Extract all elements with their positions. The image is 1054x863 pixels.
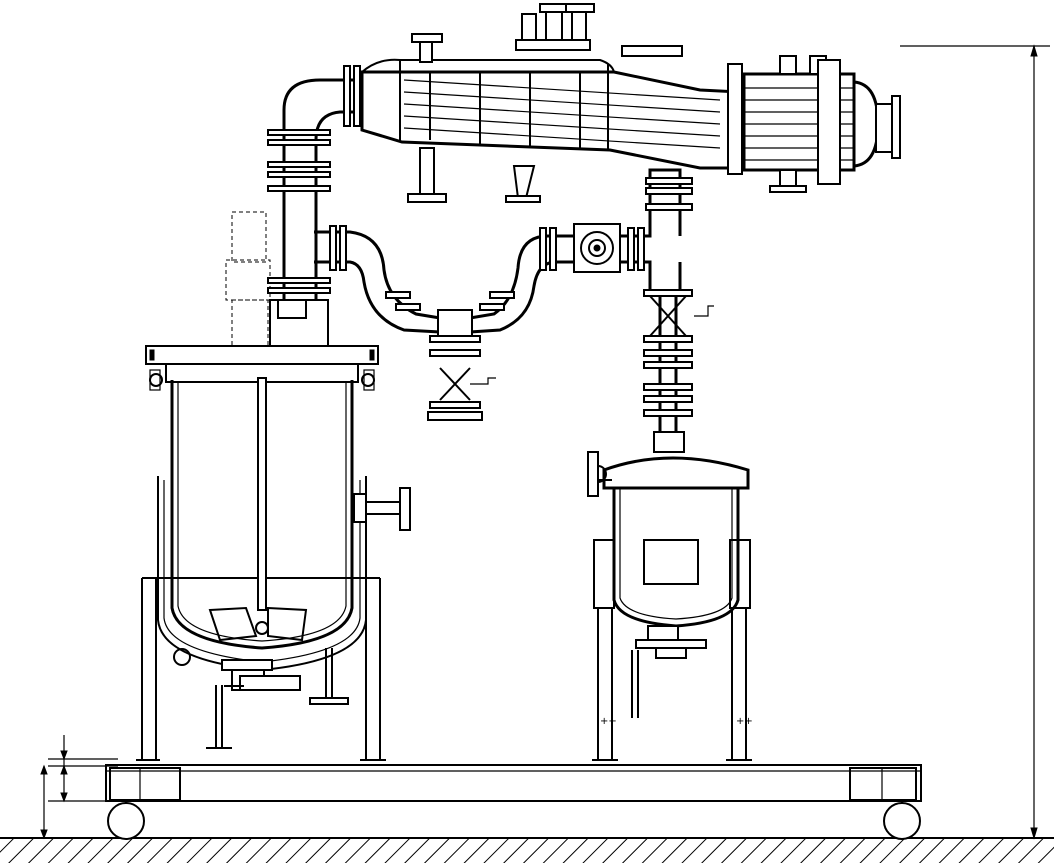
reactor-side-nozzle xyxy=(353,487,411,531)
dimension-right xyxy=(900,44,1050,840)
reactor-legs xyxy=(136,577,386,761)
receiver-vessel xyxy=(602,456,750,628)
ground-hatch xyxy=(0,837,1054,863)
receiver-bottom-valve xyxy=(631,625,707,718)
riser-flanges xyxy=(267,65,361,294)
return-pipe-flanges xyxy=(329,177,693,311)
dimension-left xyxy=(40,735,118,840)
caster-wheel-right xyxy=(883,801,921,840)
svg-text:++: ++ xyxy=(736,716,753,727)
reactor-agitator xyxy=(208,377,308,642)
vapor-riser-pipe xyxy=(269,78,356,347)
receiver-handwheel xyxy=(587,451,612,497)
reactor-drive-outline xyxy=(225,211,271,347)
sight-glass xyxy=(573,223,621,273)
condenser-supports xyxy=(407,147,541,203)
distillate-drop-pipe xyxy=(643,289,714,453)
reactor-vessel xyxy=(170,380,354,650)
svg-text:++: ++ xyxy=(600,716,617,727)
base-frame xyxy=(105,764,922,802)
reactor-bottom-valve xyxy=(221,659,301,691)
condenser-top-nozzles xyxy=(411,3,683,63)
condenser-tubes xyxy=(403,72,721,149)
condenser-shell xyxy=(360,58,742,170)
center-drain-valve xyxy=(427,309,496,421)
caster-wheel-left xyxy=(107,801,145,840)
condenser-end-bundle xyxy=(727,55,901,193)
